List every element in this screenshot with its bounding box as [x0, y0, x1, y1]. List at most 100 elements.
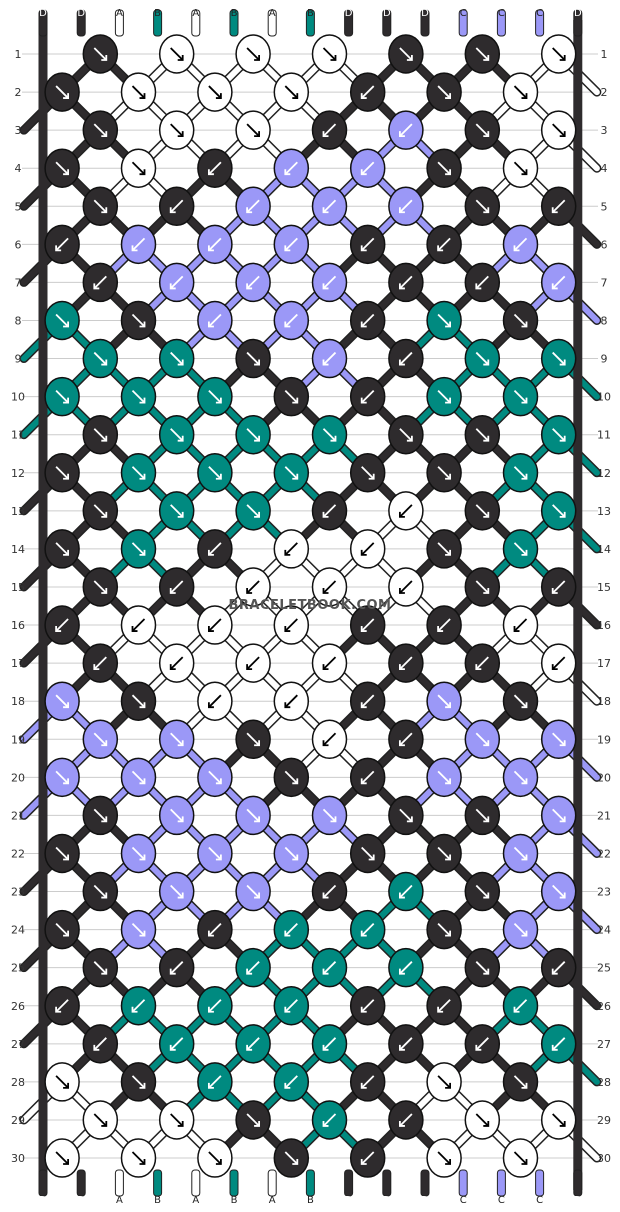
- knot: [502, 72, 539, 112]
- arrow-head: [93, 1044, 100, 1051]
- arrow-down-right-icon: [131, 1151, 146, 1165]
- arrow-down-right-icon: [93, 884, 107, 899]
- arrow-head: [215, 473, 222, 480]
- arrow-down-right-icon: [399, 428, 413, 442]
- arrow-down-right-icon: [437, 846, 451, 861]
- arrow-down-right-icon: [170, 808, 184, 823]
- row-label: 14: [597, 543, 611, 556]
- arrow-down-right-icon: [475, 504, 489, 518]
- row-label: 4: [15, 162, 22, 175]
- arrow-down-left-icon: [437, 237, 451, 251]
- arrow-head: [246, 968, 253, 975]
- arrow-head: [445, 778, 452, 785]
- arrow-head: [254, 511, 261, 518]
- arrow-head: [101, 587, 108, 594]
- arrow-down-right-icon: [93, 961, 107, 975]
- knot: [388, 795, 424, 836]
- knot: [120, 453, 157, 493]
- arrow-down-left-icon: [475, 275, 489, 290]
- arrow-down-left-icon: [361, 618, 375, 632]
- knot: [235, 643, 271, 683]
- arrow-down-right-icon: [361, 846, 375, 861]
- arrow-head: [215, 778, 222, 785]
- knot: [426, 1062, 462, 1102]
- arrow-head: [177, 55, 184, 61]
- row-label: 1: [601, 48, 608, 61]
- knot: [426, 757, 462, 798]
- arrow-head: [360, 778, 367, 785]
- arrow-down-left-icon: [437, 618, 451, 632]
- knot: [464, 262, 501, 303]
- knot: [197, 1138, 233, 1178]
- knot: [235, 719, 271, 760]
- arrow-head: [483, 511, 490, 518]
- knot: [82, 871, 119, 912]
- knot: [502, 1138, 539, 1178]
- arrow-head: [169, 207, 176, 214]
- arrow-down-left-icon: [361, 237, 375, 251]
- row-label: 12: [11, 467, 25, 480]
- arrow-head: [322, 1044, 329, 1051]
- arrow-head: [513, 626, 520, 632]
- arrow-head: [406, 55, 413, 61]
- arrow-down-left-icon: [322, 351, 337, 366]
- arrow-head: [360, 1159, 367, 1165]
- knot: [44, 376, 80, 417]
- arrow-head: [445, 169, 452, 176]
- arrow-head: [551, 587, 558, 594]
- arrow-down-left-icon: [170, 656, 184, 670]
- arrow-head: [284, 1082, 291, 1089]
- knot: [44, 529, 80, 569]
- arrow-head: [521, 321, 528, 328]
- arrow-head: [284, 626, 291, 632]
- arrow-head: [322, 207, 329, 214]
- arrow-head: [483, 131, 490, 138]
- arrow-head: [101, 1120, 108, 1127]
- knot: [349, 909, 386, 950]
- knot: [82, 338, 119, 379]
- knot: [388, 414, 424, 455]
- arrow-down-right-icon: [131, 694, 146, 708]
- arrow-down-right-icon: [513, 466, 528, 480]
- arrow-down-left-icon: [208, 237, 222, 251]
- arrow-down-right-icon: [93, 199, 107, 213]
- knot: [197, 224, 233, 265]
- row-label: 8: [601, 314, 608, 327]
- arrow-down-left-icon: [208, 999, 222, 1013]
- knot: [197, 757, 233, 798]
- arrow-down-right-icon: [437, 389, 451, 404]
- knot: [426, 986, 462, 1026]
- arrow-head: [101, 207, 108, 214]
- arrow-head: [63, 93, 69, 99]
- arrow-down-left-icon: [322, 275, 337, 290]
- row-label: 30: [11, 1152, 25, 1165]
- row-label: 2: [601, 86, 608, 99]
- knot: [502, 605, 539, 645]
- knot: [349, 529, 386, 569]
- arrow-head: [139, 169, 146, 176]
- knot: [273, 453, 310, 493]
- arrow-head: [207, 549, 214, 556]
- knot: [82, 795, 119, 836]
- arrow-head: [360, 1006, 367, 1013]
- arrow-down-left-icon: [131, 237, 146, 251]
- arrow-head: [437, 626, 444, 632]
- string-stub-bottom: [458, 1169, 468, 1197]
- arrow-down-right-icon: [170, 428, 184, 442]
- knot: [349, 605, 386, 645]
- knot: [464, 1100, 501, 1140]
- arrow-head: [551, 283, 558, 290]
- string-label-bottom: A: [269, 1195, 276, 1206]
- knot: [82, 262, 119, 303]
- arrow-down-left-icon: [399, 1037, 413, 1051]
- row-label: 22: [11, 847, 25, 860]
- arrow-head: [63, 169, 69, 176]
- arrow-down-left-icon: [170, 275, 184, 290]
- arrow-head: [360, 169, 367, 176]
- row-label: 21: [11, 809, 25, 822]
- arrow-head: [139, 321, 146, 328]
- string-label-bottom: A: [192, 1195, 199, 1206]
- knot: [273, 72, 310, 112]
- arrow-down-right-icon: [475, 1113, 489, 1127]
- arrow-down-right-icon: [399, 808, 413, 823]
